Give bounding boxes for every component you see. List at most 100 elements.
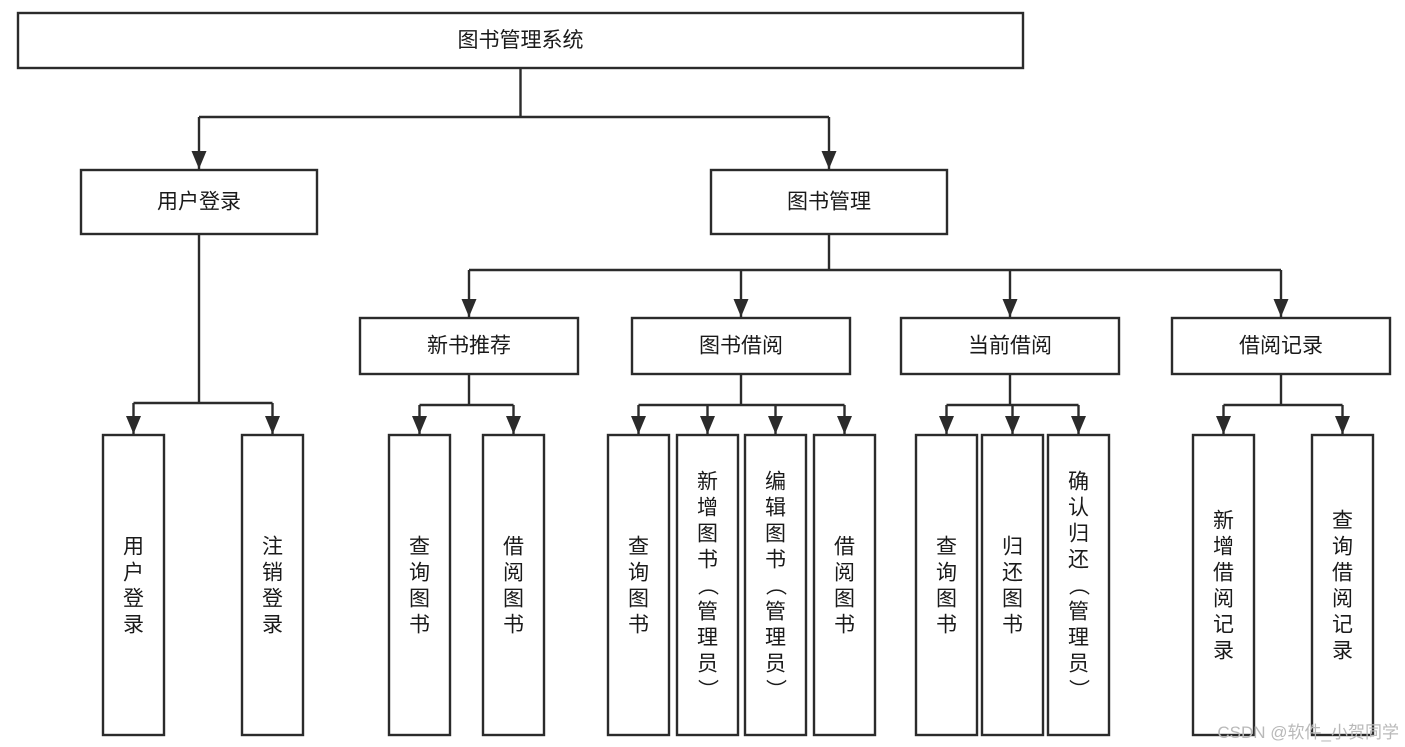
- node-leaf-query-book-3-label-char: 书: [936, 613, 957, 636]
- watermark-text: CSDN @软件_小贺同学: [1217, 723, 1399, 742]
- node-leaf-add-book-label-char: 员: [697, 652, 718, 675]
- node-leaf-borrow-book-1-label-char: 借: [503, 535, 524, 558]
- node-leaf-query-borrow-record-label-char: 借: [1332, 561, 1353, 584]
- node-leaf-query-book-3-rect: [914, 433, 979, 737]
- node-leaf-edit-book-label-char: 辑: [765, 496, 786, 519]
- node-leaf-query-book-2-rect: [606, 433, 671, 737]
- node-user-login[interactable]: 用户登录: [79, 168, 319, 236]
- node-book-borrow-rect: [630, 316, 852, 376]
- node-leaf-confirm-return-label-char: 管: [1068, 600, 1089, 623]
- node-leaf-edit-book-label-char: 图: [765, 522, 786, 545]
- node-leaf-user-login-label-char: 登: [123, 587, 144, 610]
- node-leaf-query-book-1-label-char: 查: [409, 535, 430, 558]
- node-root-book-management-system-rect: [16, 11, 1025, 70]
- node-leaf-return-book-label-char: 图: [1002, 587, 1023, 610]
- arrow-head-icon: [631, 416, 646, 434]
- node-leaf-query-borrow-record-rect: [1310, 433, 1375, 737]
- node-leaf-edit-book-label-char: 管: [765, 600, 786, 623]
- node-leaf-add-borrow-record-label-char: 记: [1213, 613, 1234, 636]
- node-book-borrow-label: 图书借阅: [699, 335, 783, 358]
- node-new-book-recommend[interactable]: 新书推荐: [358, 316, 580, 376]
- arrow-head-icon: [1335, 416, 1350, 434]
- node-leaf-confirm-return-label-char: 理: [1068, 626, 1089, 649]
- node-leaf-add-book-label-char: 管: [697, 600, 718, 623]
- arrow-head-icon: [733, 299, 749, 317]
- node-leaf-query-book-3-label-char: 图: [936, 587, 957, 610]
- node-leaf-query-book-1-label-char: 图: [409, 587, 430, 610]
- node-new-book-recommend-rect: [358, 316, 580, 376]
- node-leaf-query-borrow-record-label-char: 查: [1332, 509, 1353, 532]
- node-book-management[interactable]: 图书管理: [709, 168, 949, 236]
- node-current-borrow-rect: [899, 316, 1121, 376]
- node-user-login-label: 用户登录: [157, 191, 241, 214]
- node-leaf-query-book-3-label-char: 查: [936, 535, 957, 558]
- node-leaf-add-book-rect: [675, 433, 740, 737]
- arrow-head-icon: [191, 151, 207, 169]
- node-leaf-add-borrow-record-label-char: 借: [1213, 561, 1234, 584]
- node-leaf-confirm-return-label-char: 确: [1068, 470, 1089, 493]
- node-leaf-logout-label-char: 录: [262, 613, 283, 636]
- node-leaf-query-book-3-label-char: 询: [936, 561, 957, 584]
- node-leaf-borrow-book-2-label-char: 图: [834, 587, 855, 610]
- arrow-head-icon: [1216, 416, 1231, 434]
- node-current-borrow[interactable]: 当前借阅: [899, 316, 1121, 376]
- arrow-head-icon: [461, 299, 477, 317]
- arrow-head-icon: [126, 416, 141, 434]
- arrow-head-icon: [768, 416, 783, 434]
- node-book-management-rect: [709, 168, 949, 236]
- node-leaf-add-book-label-char: （: [696, 575, 719, 596]
- node-leaf-query-borrow-record-label-char: 询: [1332, 535, 1353, 558]
- arrow-head-icon: [1002, 299, 1018, 317]
- node-leaf-confirm-return-label-char: ）: [1067, 679, 1090, 700]
- node-leaf-borrow-book-2-label-char: 借: [834, 535, 855, 558]
- node-leaf-query-book-1-label-char: 书: [409, 613, 430, 636]
- node-root-book-management-system-label: 图书管理系统: [458, 29, 584, 52]
- connectors-layer: [126, 68, 1350, 434]
- node-leaf-logout-label-char: 销: [262, 561, 283, 584]
- node-leaf-add-borrow-record-rect: [1191, 433, 1256, 737]
- node-leaf-confirm-return-label-char: 认: [1068, 496, 1089, 519]
- node-leaf-return-book-label-char: 还: [1002, 561, 1023, 584]
- node-leaf-borrow-book-2-rect: [812, 433, 877, 737]
- node-leaf-query-borrow-record-label-char: 录: [1332, 639, 1353, 662]
- node-leaf-query-borrow-record-label-char: 记: [1332, 613, 1353, 636]
- node-borrow-record[interactable]: 借阅记录: [1170, 316, 1392, 376]
- node-book-management-label: 图书管理: [787, 191, 871, 214]
- arrow-head-icon: [821, 151, 837, 169]
- node-leaf-confirm-return-label-char: 还: [1068, 548, 1089, 571]
- node-leaf-add-book-label-char: 新: [697, 470, 718, 493]
- node-leaf-user-login-label-char: 户: [123, 561, 144, 584]
- node-leaf-edit-book-label-char: ）: [764, 679, 787, 700]
- node-leaf-query-book-1-label-char: 询: [409, 561, 430, 584]
- arrow-head-icon: [1005, 416, 1020, 434]
- boxes-layer: 图书管理系统用户登录图书管理新书推荐图书借阅当前借阅借阅记录用户登录注销登录查询…: [16, 11, 1392, 737]
- node-book-borrow[interactable]: 图书借阅: [630, 316, 852, 376]
- node-leaf-confirm-return-label-char: 员: [1068, 652, 1089, 675]
- node-leaf-edit-book-label-char: 编: [765, 470, 786, 493]
- arrow-head-icon: [506, 416, 521, 434]
- node-leaf-return-book-rect: [980, 433, 1045, 737]
- node-leaf-query-book-2-label-char: 询: [628, 561, 649, 584]
- node-leaf-user-login-label-char: 用: [123, 535, 144, 558]
- node-leaf-user-login-label-char: 录: [123, 613, 144, 636]
- node-leaf-user-login[interactable]: 用户登录: [101, 433, 166, 737]
- node-leaf-query-book-2-label-char: 图: [628, 587, 649, 610]
- node-leaf-user-login-rect: [101, 433, 166, 737]
- arrow-head-icon: [939, 416, 954, 434]
- node-root-book-management-system[interactable]: 图书管理系统: [16, 11, 1025, 70]
- node-leaf-borrow-book-1-label-char: 图: [503, 587, 524, 610]
- node-leaf-borrow-book-1-rect: [481, 433, 546, 737]
- node-leaf-add-book-label-char: 增: [697, 496, 718, 519]
